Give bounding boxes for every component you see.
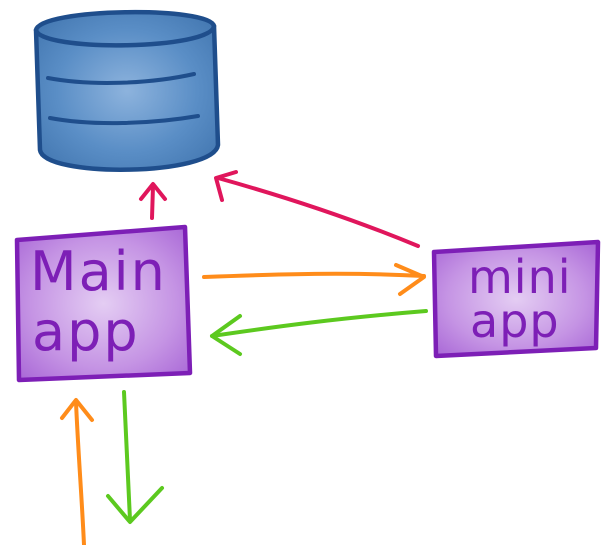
mini-to-database-arrow [214,170,420,248]
mini-app-label-line2: app [470,294,560,348]
mini-app-label-line1: mini [468,250,572,304]
database-icon [33,9,221,172]
main-app-box: Main app [14,224,193,383]
incoming-arrow [60,398,94,545]
main-to-mini-arrow [202,263,426,296]
mini-to-main-arrow [210,309,428,356]
main-app-label-line1: Main [30,240,167,303]
main-to-database-arrow [139,182,167,220]
main-app-label-line2: app [32,300,140,363]
outgoing-arrow [106,390,164,524]
mini-app-box: mini app [431,239,601,359]
